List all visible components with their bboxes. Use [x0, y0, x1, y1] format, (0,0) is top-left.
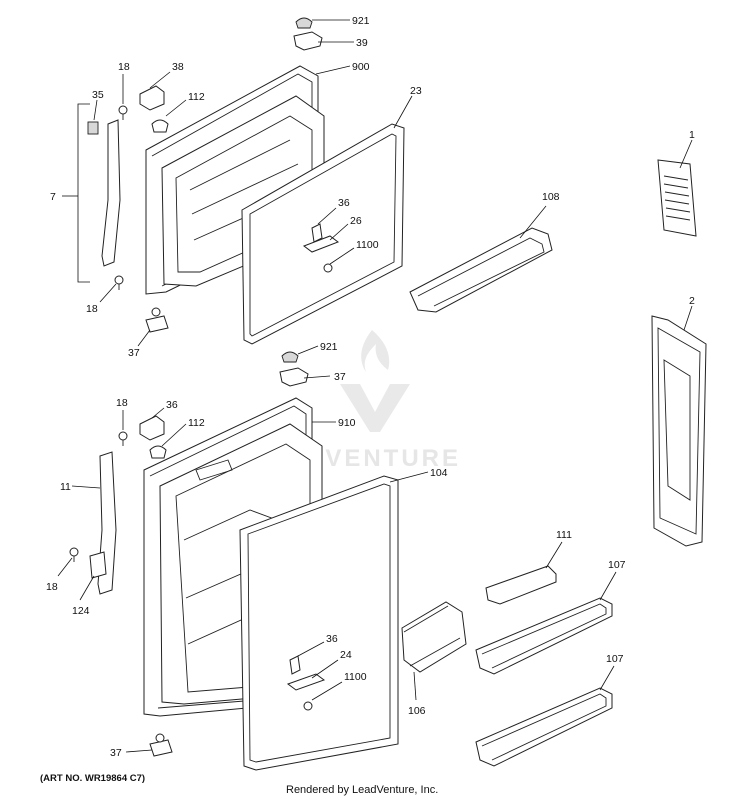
- callout-36-bottom: 36: [326, 633, 338, 645]
- callout-labels: 921 39 900 18 38 35 112 23 7 36 26 1100 …: [46, 15, 695, 759]
- door-bin-107-lower: [475, 687, 613, 767]
- leader-lines: [57, 19, 693, 753]
- hinge-pin-cap-921-top: [295, 17, 313, 29]
- plug-112-top: [151, 119, 169, 133]
- screw-18-mid: [118, 431, 128, 441]
- callout-107-lower: 107: [606, 653, 624, 665]
- screw-1100-top: [323, 263, 333, 273]
- callout-11: 11: [60, 481, 71, 493]
- callout-111: 111: [556, 529, 572, 541]
- callout-24: 24: [340, 649, 352, 661]
- callout-104: 104: [430, 467, 448, 479]
- callout-23: 23: [410, 85, 422, 97]
- top-hinge-parts: [87, 17, 340, 333]
- bottom-hinge-parts: [69, 351, 326, 757]
- freezer-door-gasket: [241, 123, 405, 345]
- flame-logo-icon: [361, 330, 390, 372]
- callout-112-bottom: 112: [188, 417, 205, 429]
- callout-124: 124: [72, 605, 90, 617]
- shim-24: [286, 673, 326, 691]
- door-bin-108: [409, 227, 553, 313]
- callout-37-top: 37: [128, 347, 140, 359]
- fresh-food-door-assembly: [143, 397, 399, 771]
- v-logo-icon: [340, 384, 410, 432]
- hinge-pin-36-bottom: [289, 655, 301, 675]
- callout-1: 1: [689, 129, 695, 141]
- door-bin-107-upper: [475, 597, 613, 675]
- callout-921-top: 921: [352, 15, 370, 27]
- fresh-food-door-gasket: [239, 475, 399, 771]
- callout-26: 26: [350, 215, 362, 227]
- dairy-compartment-106: [401, 601, 467, 673]
- screw-18-lower: [69, 547, 79, 557]
- callout-106: 106: [408, 705, 426, 717]
- handle-mount-124: [89, 551, 107, 579]
- hinge-39: [293, 31, 323, 51]
- callout-35: 35: [92, 89, 104, 101]
- hinge-pin-cap-921-bottom: [281, 351, 299, 363]
- callout-18-mid: 18: [116, 397, 128, 409]
- hinge-37-middle: [279, 367, 309, 387]
- owners-manual-1: [657, 159, 697, 237]
- callout-39: 39: [356, 37, 368, 49]
- callout-900: 900: [352, 61, 370, 73]
- callout-36-top: 36: [338, 197, 350, 209]
- hinge-cover-36: [139, 415, 165, 441]
- callout-1100-bottom: 1100: [344, 671, 367, 683]
- screw-18-bottom: [114, 275, 124, 285]
- screw-18-top: [118, 105, 128, 115]
- callout-18-lower: 18: [46, 581, 58, 593]
- screw-1100-bottom: [303, 701, 313, 711]
- hinge-37-bottom: [149, 739, 173, 757]
- art-number: (ART NO. WR19864 C7): [40, 773, 145, 784]
- freezer-handle: [101, 119, 121, 267]
- callout-18-top: 18: [118, 61, 130, 73]
- plug-112-bottom: [149, 445, 167, 459]
- callout-910: 910: [338, 417, 356, 429]
- shim-26: [302, 235, 340, 253]
- hinge-cover-38: [139, 85, 165, 111]
- freezer-door-assembly: [145, 65, 405, 345]
- callout-38: 38: [172, 61, 184, 73]
- callout-18-top-lower: 18: [86, 303, 98, 315]
- rendered-by-credit: Rendered by LeadVenture, Inc.: [286, 784, 438, 796]
- callout-108: 108: [542, 191, 560, 203]
- callout-1100-top: 1100: [356, 239, 379, 251]
- callout-37-bottom: 37: [110, 747, 122, 759]
- door-bin-111: [485, 565, 557, 605]
- hinge-pin-36-top: [311, 223, 323, 243]
- callout-107-upper: 107: [608, 559, 626, 571]
- callout-36-mid: 36: [166, 399, 178, 411]
- hinge-37-top: [145, 315, 169, 333]
- panel-2: [651, 315, 707, 547]
- callout-921-bottom: 921: [320, 341, 338, 353]
- callout-2: 2: [689, 295, 695, 307]
- callout-37-middle: 37: [334, 371, 346, 383]
- callout-112-top: 112: [188, 91, 205, 103]
- label-35: [87, 121, 99, 135]
- callout-7: 7: [50, 191, 56, 203]
